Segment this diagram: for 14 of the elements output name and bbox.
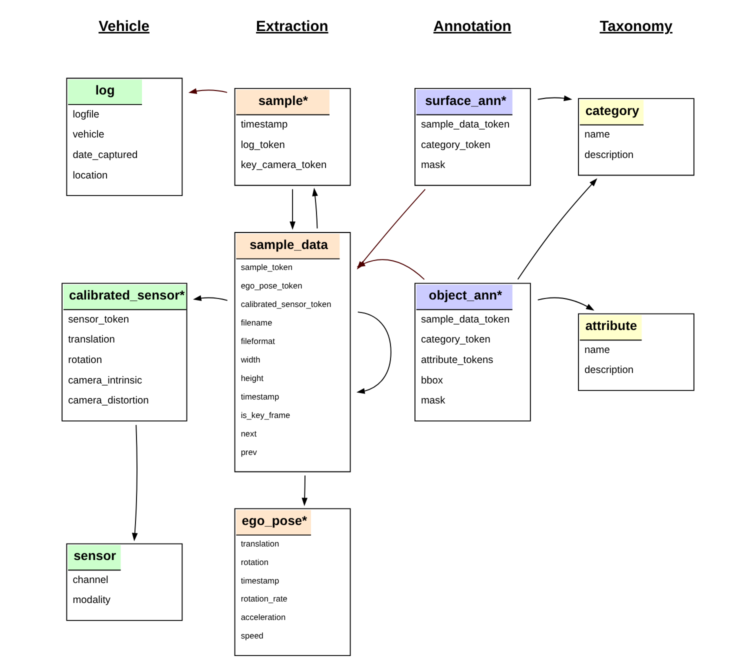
arrow [356, 312, 391, 394]
arrow [516, 178, 597, 280]
arrow [289, 188, 295, 230]
arrow [536, 297, 594, 311]
arrow [131, 424, 138, 542]
label: Annotation [432, 18, 511, 35]
arrow [312, 188, 318, 229]
label: Taxonomy [599, 18, 672, 35]
arrow [188, 88, 228, 94]
arrow [192, 295, 228, 301]
arrow [536, 95, 572, 102]
label: Vehicle [98, 18, 149, 35]
label: Extraction [256, 18, 328, 35]
arrow [301, 475, 308, 506]
